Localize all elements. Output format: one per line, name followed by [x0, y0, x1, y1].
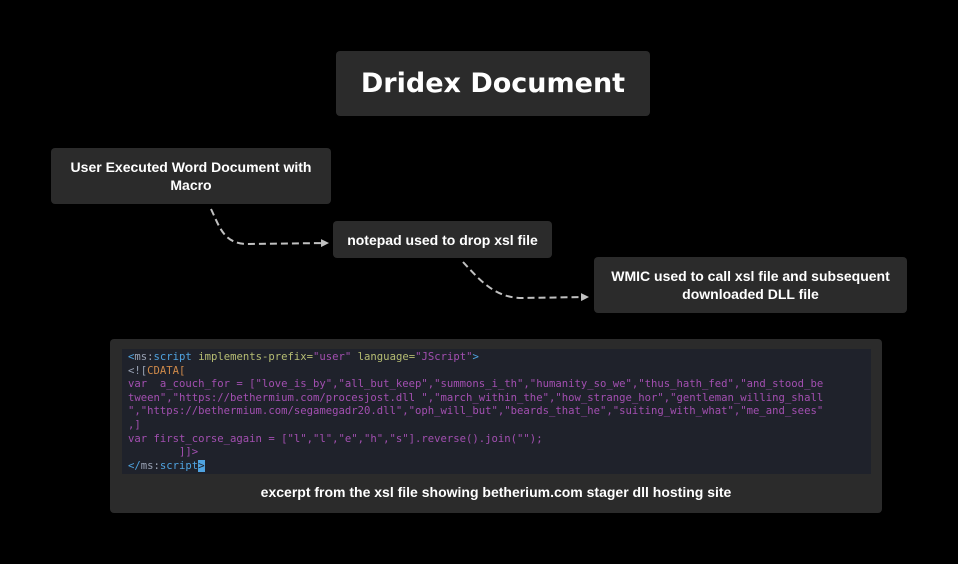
arrow-notepad-to-wmic [462, 261, 589, 302]
code-line-8: ]]> [128, 446, 199, 459]
node-word-document-label: User Executed Word Document with Macro [70, 159, 312, 193]
code-excerpt-panel: <ms:script implements-prefix="user" lang… [110, 339, 882, 513]
code-caption: excerpt from the xsl file showing bether… [260, 484, 732, 500]
code-line-6: ,] [128, 418, 141, 431]
code-line-4: tween","https://bethermium.com/procesjos… [128, 391, 824, 404]
code-line-5: ","https://bethermium.com/segamegadr20.d… [128, 405, 824, 418]
code-token: : [153, 459, 160, 472]
node-wmic-label: WMIC used to call xsl file and subsequen… [611, 268, 890, 302]
code-token: "user" [313, 351, 352, 363]
code-token: > [472, 351, 479, 363]
code-token: ms [134, 351, 148, 363]
code-token: < [128, 351, 135, 363]
code-line-1: <ms:script implements-prefix="user" lang… [128, 351, 865, 365]
diagram-title: Dridex Document [360, 68, 626, 99]
code-line-9: </ms:script> [128, 459, 865, 474]
arrow-word-to-notepad [210, 208, 329, 248]
title-box: Dridex Document [336, 51, 650, 116]
code-token: "JScript" [415, 351, 473, 363]
node-word-document: User Executed Word Document with Macro [51, 148, 331, 204]
code-token: ms [140, 459, 154, 472]
code-token: CDATA[ [147, 364, 186, 377]
node-notepad-label: notepad used to drop xsl file [347, 231, 538, 248]
code-line-3: var a_couch_for = ["love_is_by","all_but… [128, 378, 824, 391]
code-token: language= [351, 351, 416, 363]
code-line-2: <![CDATA[ [128, 365, 865, 379]
code-token: script [159, 459, 199, 472]
code-token: implements-prefix= [191, 351, 314, 363]
node-wmic: WMIC used to call xsl file and subsequen… [594, 257, 907, 313]
code-block: <ms:script implements-prefix="user" lang… [122, 349, 871, 474]
text-cursor: > [198, 459, 205, 472]
code-token: </ [128, 459, 141, 472]
code-token: <![ [128, 364, 148, 377]
node-notepad: notepad used to drop xsl file [333, 221, 552, 258]
code-token: : [147, 351, 154, 363]
code-line-7: var first_corse_again = ["l","l","e","h"… [128, 432, 543, 445]
code-token: script [153, 351, 192, 363]
